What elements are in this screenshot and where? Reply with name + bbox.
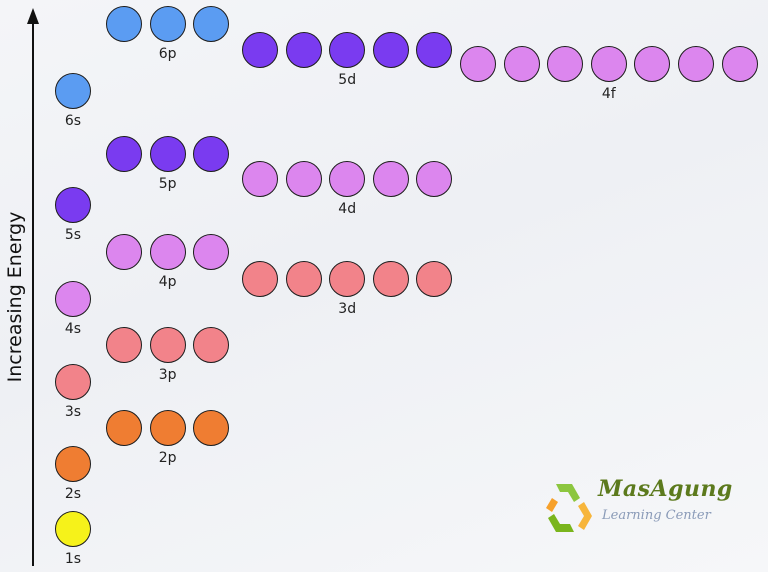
orbital-4d-4 xyxy=(372,161,409,197)
orbital-3d-3 xyxy=(329,261,366,297)
orbital-3d-4 xyxy=(372,261,409,297)
orbital-5s-1 xyxy=(55,187,91,223)
subshell-label-4f: 4f xyxy=(601,86,616,102)
orbital-5d-4 xyxy=(372,32,409,68)
orbital-6s-1 xyxy=(55,73,91,109)
orbital-5d-3 xyxy=(329,32,366,68)
orbital-5d-5 xyxy=(416,32,453,68)
subshell-label-2p: 2p xyxy=(158,450,177,466)
subshell-label-3d: 3d xyxy=(338,301,357,317)
orbital-3d-5 xyxy=(416,261,453,297)
orbital-4d-3 xyxy=(329,161,366,197)
orbital-6p-1 xyxy=(106,6,142,42)
orbital-3d-1 xyxy=(242,261,278,297)
orbital-3p-1 xyxy=(106,327,142,363)
logo: MasAgung Learning Center xyxy=(538,474,738,542)
orbital-5p-3 xyxy=(193,136,230,172)
orbital-4d-1 xyxy=(242,161,278,197)
subshell-label-3p: 3p xyxy=(158,367,177,383)
orbital-5d-2 xyxy=(285,32,322,68)
orbital-4p-1 xyxy=(106,234,142,270)
orbital-4f-7 xyxy=(721,46,758,82)
recycle-icon xyxy=(546,484,592,532)
energy-axis-arrowhead xyxy=(27,8,39,24)
orbital-4d-2 xyxy=(285,161,322,197)
orbital-6p-3 xyxy=(193,6,230,42)
subshell-label-6s: 6s xyxy=(64,113,82,129)
orbital-2p-3 xyxy=(193,410,230,446)
axis-label: Increasing Energy xyxy=(4,211,26,383)
orbital-4f-2 xyxy=(503,46,540,82)
orbital-3d-2 xyxy=(285,261,322,297)
orbital-2p-1 xyxy=(106,410,142,446)
orbital-4d-5 xyxy=(416,161,453,197)
orbital-5p-1 xyxy=(106,136,142,172)
subshell-label-4p: 4p xyxy=(158,274,177,290)
orbital-4f-3 xyxy=(547,46,584,82)
subshell-label-5d: 5d xyxy=(338,72,357,88)
orbital-3p-2 xyxy=(149,327,186,363)
subshell-label-5p: 5p xyxy=(158,176,177,192)
subshell-label-4d: 4d xyxy=(338,201,357,217)
orbital-4f-5 xyxy=(634,46,671,82)
orbital-4s-1 xyxy=(55,281,91,317)
orbital-6p-2 xyxy=(149,6,186,42)
orbital-1s-1 xyxy=(55,511,91,547)
orbital-4p-3 xyxy=(193,234,230,270)
orbital-2p-2 xyxy=(149,410,186,446)
orbital-5d-1 xyxy=(242,32,278,68)
logo-tagline: Learning Center xyxy=(602,508,711,523)
logo-brand: MasAgung xyxy=(598,476,733,502)
orbital-3p-3 xyxy=(193,327,230,363)
subshell-label-5s: 5s xyxy=(64,227,82,243)
subshell-label-6p: 6p xyxy=(158,46,177,62)
subshell-label-3s: 3s xyxy=(64,404,82,420)
orbital-3s-1 xyxy=(55,364,91,400)
orbital-2s-1 xyxy=(55,446,91,482)
subshell-label-4s: 4s xyxy=(64,321,82,337)
orbital-4f-1 xyxy=(460,46,496,82)
orbital-4p-2 xyxy=(149,234,186,270)
orbital-5p-2 xyxy=(149,136,186,172)
orbital-4f-4 xyxy=(590,46,627,82)
subshell-label-1s: 1s xyxy=(64,551,82,567)
subshell-label-2s: 2s xyxy=(64,486,82,502)
orbital-4f-6 xyxy=(678,46,714,82)
